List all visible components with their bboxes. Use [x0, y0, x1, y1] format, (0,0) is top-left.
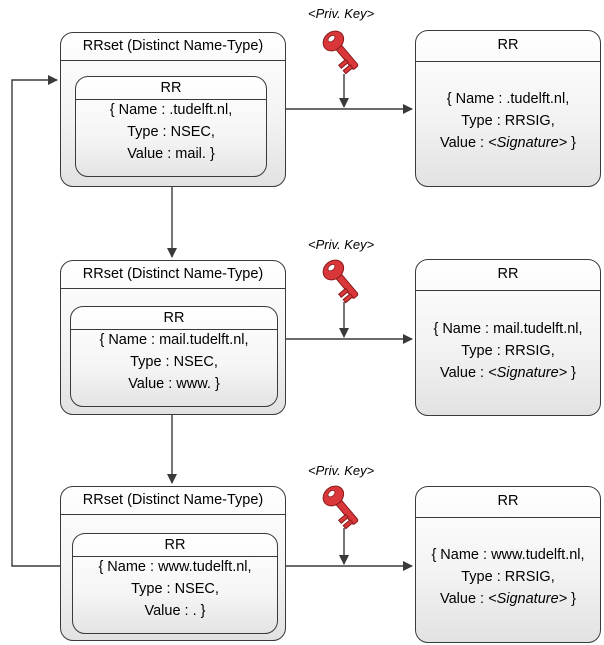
rr-divider	[73, 556, 277, 557]
rrset-title: RRset (Distinct Name-Type)	[82, 492, 264, 508]
rrset-3: RRset (Distinct Name-Type) RR { Name : w…	[60, 486, 286, 641]
rrsig-signature: <Signature>	[488, 135, 568, 151]
rrsig-name: { Name : www.tudelft.nl,	[431, 547, 585, 563]
rr-record: RR { Name : .tudelft.nl, Type : NSEC, Va…	[75, 76, 267, 177]
rr-value: Value : mail. }	[127, 146, 215, 162]
rr-record: RR { Name : www.tudelft.nl, Type : NSEC,…	[72, 533, 278, 634]
rrsig-value-prefix: Value :	[440, 135, 489, 151]
rr-value: Value : . }	[144, 603, 206, 619]
rrsig-record-1: RR { Name : .tudelft.nl, Type : RRSIG, V…	[415, 30, 601, 187]
priv-key-label-3: <Priv. Key>	[308, 463, 375, 478]
rrsig-record-3: RR { Name : www.tudelft.nl, Type : RRSIG…	[415, 486, 601, 643]
rrsig-value-suffix: }	[567, 135, 576, 151]
rrsig-type: Type : RRSIG,	[461, 569, 555, 585]
priv-key-label-2: <Priv. Key>	[308, 237, 375, 252]
rr-name: { Name : .tudelft.nl,	[109, 102, 233, 118]
rrsig-type: Type : RRSIG,	[461, 343, 555, 359]
rrsig-divider	[416, 61, 600, 62]
rrsig-value-suffix: }	[567, 365, 576, 381]
rrsig-name: { Name : .tudelft.nl,	[446, 91, 570, 107]
rrsig-name: { Name : mail.tudelft.nl,	[433, 321, 583, 337]
rrsig-value-prefix: Value :	[440, 365, 489, 381]
rrsig-value: Value : <Signature> }	[416, 365, 600, 381]
rrsig-signature: <Signature>	[488, 365, 568, 381]
key-icon	[322, 259, 359, 304]
rr-type: Type : NSEC,	[127, 124, 215, 140]
rrsig-title: RR	[497, 266, 519, 282]
rrset-1: RRset (Distinct Name-Type) RR { Name : .…	[60, 32, 286, 187]
rrsig-title: RR	[497, 37, 519, 53]
rr-divider	[71, 329, 277, 330]
rr-record: RR { Name : mail.tudelft.nl, Type : NSEC…	[70, 306, 278, 407]
priv-key-label-1: <Priv. Key>	[308, 6, 375, 21]
key-icon	[322, 485, 359, 530]
rrsig-value: Value : <Signature> }	[416, 591, 600, 607]
rrset-title: RRset (Distinct Name-Type)	[82, 266, 264, 282]
rr-name: { Name : www.tudelft.nl,	[98, 559, 252, 575]
rrsig-divider	[416, 517, 600, 518]
rr-type: Type : NSEC,	[131, 581, 219, 597]
rr-name: { Name : mail.tudelft.nl,	[99, 332, 249, 348]
loop-back-arrow	[11, 75, 60, 567]
rrset-divider	[61, 288, 285, 289]
rrsig-divider	[416, 290, 600, 291]
rrset-title: RRset (Distinct Name-Type)	[82, 38, 264, 54]
rr-divider	[76, 99, 266, 100]
rr-title: RR	[164, 537, 186, 553]
rrsig-title: RR	[497, 493, 519, 509]
rrsig-record-2: RR { Name : mail.tudelft.nl, Type : RRSI…	[415, 259, 601, 416]
rrsig-type: Type : RRSIG,	[461, 113, 555, 129]
rrsig-signature: <Signature>	[488, 591, 568, 607]
key-icon	[322, 30, 359, 75]
rr-value: Value : www. }	[128, 376, 220, 392]
rrset-divider	[61, 514, 285, 515]
rrsig-value-suffix: }	[567, 591, 576, 607]
rr-title: RR	[160, 80, 182, 96]
rrsig-value: Value : <Signature> }	[416, 135, 600, 151]
rr-title: RR	[163, 310, 185, 326]
rr-type: Type : NSEC,	[130, 354, 218, 370]
rrset-2: RRset (Distinct Name-Type) RR { Name : m…	[60, 260, 286, 415]
rrset-divider	[61, 60, 285, 61]
rrsig-value-prefix: Value :	[440, 591, 489, 607]
